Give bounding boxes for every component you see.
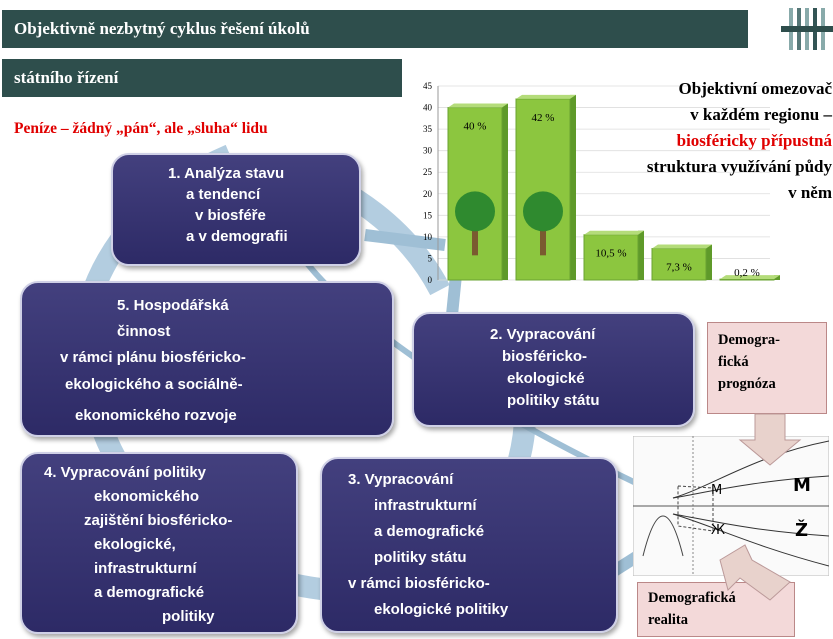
- y-tick-label: 45: [423, 81, 433, 91]
- y-tick-label: 5: [428, 253, 433, 263]
- bar-side: [570, 94, 576, 280]
- bar-value-label: 42 %: [532, 112, 555, 124]
- title-line-1: Objektivně nezbytný cyklus řešení úkolů: [14, 19, 310, 38]
- step-5-line: ekologického a sociálně-: [65, 376, 243, 393]
- step-1-line: a v demografii: [186, 228, 288, 245]
- y-tick-label: 10: [423, 232, 433, 242]
- step-3-box: 3. Vypracování infrastrukturní a demogra…: [320, 457, 618, 633]
- step-2-line: biosféricko-: [502, 348, 588, 365]
- step-1-line: a tendencí: [186, 186, 261, 203]
- step-2-box: 2. Vypracování biosféricko- ekologické p…: [412, 312, 695, 427]
- graph-label-z: Ž: [795, 519, 808, 541]
- step-5-line: ekonomického rozvoje: [75, 407, 237, 424]
- bar-side: [502, 103, 508, 280]
- step-1-line: 1. Analýza stavu: [168, 165, 285, 182]
- title-line-2: státního řízení: [14, 68, 119, 87]
- step-3-line: 3. Vypracování: [348, 471, 454, 488]
- step-4-line: ekologické,: [94, 536, 176, 553]
- corner-stripes-decoration: [781, 8, 833, 50]
- bar-value-label: 7,3 %: [666, 262, 692, 274]
- graph-label-m-small: М: [711, 483, 722, 498]
- title-bar: Objektivně nezbytný cyklus řešení úkolů: [2, 10, 748, 48]
- bar: [651, 248, 707, 281]
- bar-value-label: 40 %: [464, 121, 487, 133]
- demographic-graph: М Ж M Ž: [633, 436, 829, 576]
- bar-top: [652, 244, 712, 249]
- tree-icon: [455, 191, 495, 232]
- reality-line: realita: [648, 612, 688, 628]
- step-1-box: 1. Analýza stavu a tendencí v biosféře a…: [111, 153, 361, 266]
- step-3-line: infrastrukturní: [374, 497, 477, 514]
- step-4-box: 4. Vypracování politiky ekonomického zaj…: [20, 452, 298, 634]
- step-3-line: a demografické: [374, 523, 485, 540]
- step-5-line: 5. Hospodářská: [117, 297, 229, 314]
- tree-icon: [523, 191, 563, 232]
- step-4-line: ekonomického: [94, 488, 200, 505]
- step-2-line: ekologické: [507, 370, 585, 387]
- limit-line-2: v každém regionu –: [690, 105, 832, 124]
- bar-value-label: 0,2 %: [734, 267, 760, 279]
- bar-top: [516, 94, 576, 99]
- step-3-line: v rámci biosféricko-: [348, 575, 490, 592]
- subtitle: Peníze – žádný „pán“, ale „sluha“ lidu: [14, 120, 268, 137]
- forecast-line: Demogra-: [718, 332, 781, 348]
- y-tick-label: 40: [423, 103, 433, 113]
- step-3-line: ekologické politiky: [374, 601, 509, 618]
- graph-label-m: M: [793, 475, 811, 496]
- step-4-line: 4. Vypracování politiky: [44, 464, 207, 481]
- graph-label-z-small: Ж: [711, 523, 725, 538]
- forecast-line: prognóza: [718, 376, 776, 392]
- limit-line-4: struktura využívání půdy: [646, 157, 832, 176]
- land-use-bar-chart: 0 5 10 15 20 25 30 35 40 45 40 % 42 % 10,5 % 7,3 % 0,2…: [423, 81, 780, 285]
- bar-side: [774, 275, 780, 280]
- y-tick-label: 15: [423, 210, 433, 220]
- step-4-line: a demografické: [94, 584, 205, 601]
- step-4-line: infrastrukturní: [94, 560, 197, 577]
- limit-line-5: v něm: [788, 183, 832, 202]
- step-1-line: v biosféře: [195, 207, 266, 224]
- limit-line-3: biosféricky přípustná: [676, 131, 832, 150]
- bar-top: [448, 103, 508, 108]
- y-tick-label: 35: [423, 124, 433, 134]
- bar-side: [706, 244, 712, 280]
- limit-text: Objektivní omezovač v každém regionu – b…: [480, 76, 832, 206]
- forecast-line: fická: [718, 354, 749, 370]
- bar-top: [720, 275, 780, 280]
- y-tick-label: 0: [428, 275, 433, 285]
- tree-trunk: [540, 215, 546, 256]
- y-tick-label: 20: [423, 189, 433, 199]
- step-4-line: politiky: [162, 608, 215, 625]
- y-tick-label: 25: [423, 167, 433, 177]
- bar-value-label: 10,5 %: [595, 248, 626, 260]
- bar: [583, 234, 639, 281]
- step-5-box: 5. Hospodářská činnost v rámci plánu bio…: [20, 281, 394, 437]
- y-tick-label: 30: [423, 146, 433, 156]
- step-3-line: politiky státu: [374, 549, 467, 566]
- tree-trunk: [472, 215, 478, 256]
- step-5-line: v rámci plánu biosféricko-: [60, 349, 246, 366]
- reality-line: Demografická: [648, 590, 736, 606]
- demographic-forecast-box: Demogra- fická prognóza: [707, 322, 827, 414]
- step-5-line: činnost: [117, 323, 171, 340]
- step-2-line: politiky státu: [507, 392, 600, 409]
- bar-side: [638, 230, 644, 280]
- limit-line-1: Objektivní omezovač: [678, 79, 832, 98]
- bar-top: [584, 230, 644, 235]
- step-4-line: zajištění biosféricko-: [84, 512, 233, 529]
- step-2-line: 2. Vypracování: [490, 326, 596, 343]
- title-bar-2: státního řízení: [2, 59, 402, 97]
